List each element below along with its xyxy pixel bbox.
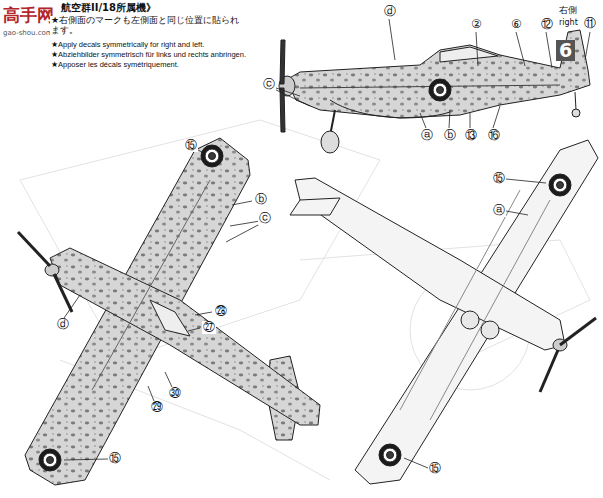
- watermark: gao-shou.com: [2, 30, 54, 38]
- callout-number: ⑫: [540, 18, 554, 31]
- tail-code: 6: [556, 40, 575, 61]
- note: ★右側面のマークも左側面と同じ位置に貼られます。: [50, 16, 248, 36]
- callout-letter: ⓒ: [258, 212, 272, 225]
- callout-number: ⑪: [583, 17, 597, 30]
- note: ★Abziehbilder symmetrisch für links und …: [50, 51, 247, 59]
- side-note: 右側: [558, 6, 578, 16]
- top-view: [18, 138, 320, 485]
- callout-letter: ⓐ: [420, 129, 434, 142]
- bottom-view: [290, 140, 598, 484]
- callout-number: ⑮: [428, 462, 442, 475]
- callout-number: ㉗: [202, 321, 216, 334]
- callout-letter: ⓓ: [56, 318, 70, 331]
- callout-number: ⑬: [464, 129, 478, 142]
- callout-number: ⑮: [184, 139, 198, 152]
- watermark: 高手网: [2, 6, 55, 25]
- side-view: [279, 30, 590, 153]
- leader-lines: [64, 19, 590, 468]
- callout-number: ⑮: [492, 172, 506, 185]
- callout-letter: ⓑ: [254, 193, 268, 206]
- callout-letter: ⓓ: [383, 5, 397, 18]
- callout-number: ㉘: [214, 305, 228, 318]
- callout-number: ⑮: [108, 452, 122, 465]
- callout-number: ㉙: [150, 401, 164, 414]
- callout-number: ②: [470, 18, 483, 31]
- callout-number: ⑯: [487, 129, 501, 142]
- callout-letter: ⓐ: [492, 204, 506, 217]
- note: ★Apply decals symmetrically for right an…: [50, 41, 205, 49]
- side-note: right: [558, 19, 579, 28]
- callout-number: ㉚: [168, 387, 182, 400]
- callout-number: ⑥: [510, 18, 523, 31]
- title: 航空群II/18所属機》: [60, 2, 157, 13]
- callout-letter: ⓑ: [443, 129, 457, 142]
- callout-letter: ⓒ: [262, 78, 276, 91]
- note: ★Apposer les décals symétriquement.: [50, 61, 180, 69]
